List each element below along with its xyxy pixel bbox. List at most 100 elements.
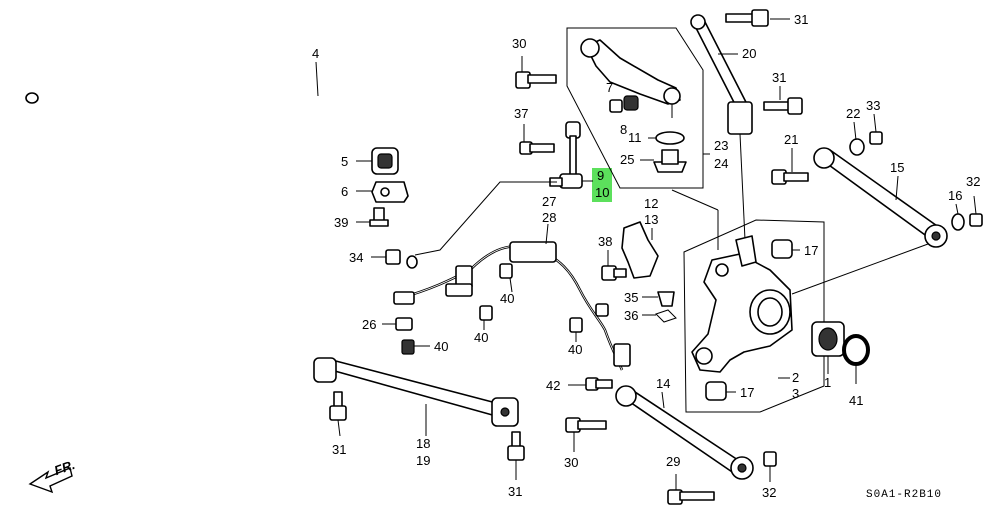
bolt-31-top[interactable] — [725, 9, 769, 27]
bolt-30-top[interactable] — [515, 71, 557, 89]
callout-20: 20 — [742, 46, 756, 61]
callout-8: 8 — [620, 122, 627, 137]
callout-40-a: 40 — [500, 291, 514, 306]
snap-ring[interactable] — [842, 334, 870, 366]
callout-31-right: 31 — [772, 70, 786, 85]
callout-7: 7 — [606, 80, 613, 95]
washer-22[interactable] — [849, 138, 865, 156]
lower-arm-15[interactable] — [813, 147, 948, 248]
bolt-37[interactable] — [519, 141, 555, 155]
clip-26[interactable] — [395, 317, 413, 331]
highlight-9-10 — [592, 168, 612, 202]
callout-23: 23 — [714, 138, 728, 153]
callout-39: 39 — [334, 215, 348, 230]
washer-16[interactable] — [951, 213, 965, 231]
bolt-30-bottom[interactable] — [565, 417, 607, 433]
callout-26: 26 — [362, 317, 376, 332]
stabilizer-link[interactable] — [549, 121, 583, 189]
callout-15: 15 — [890, 160, 904, 175]
bolt-21[interactable] — [771, 169, 809, 185]
bushing-7[interactable] — [609, 99, 623, 113]
callout-28: 28 — [542, 210, 556, 225]
callout-6: 6 — [341, 184, 348, 199]
callout-30-bottom: 30 — [564, 455, 578, 470]
clip-40-d[interactable] — [401, 339, 415, 355]
nut-32-bottom[interactable] — [763, 451, 777, 467]
lower-arm-18[interactable] — [313, 357, 519, 427]
callout-40-c: 40 — [568, 342, 582, 357]
callout-41: 41 — [849, 393, 863, 408]
callout-40-d: 40 — [434, 339, 448, 354]
hub-bearing[interactable] — [811, 321, 845, 357]
callout-5: 5 — [341, 154, 348, 169]
callout-32-right: 32 — [966, 174, 980, 189]
diagram-code: S0A1-R2B10 — [866, 489, 942, 501]
front-label: FR. — [52, 457, 77, 478]
nut-33[interactable] — [869, 131, 883, 145]
callout-12: 12 — [644, 196, 658, 211]
stabilizer-bushing[interactable] — [371, 147, 399, 175]
bushing-8[interactable] — [623, 95, 639, 111]
callout-22: 22 — [846, 106, 860, 121]
callout-10: 10 — [595, 185, 609, 200]
bolt-29[interactable] — [667, 489, 715, 505]
callout-9: 9 — [597, 168, 604, 183]
clip-40-a[interactable] — [499, 263, 513, 279]
callout-35: 35 — [624, 290, 638, 305]
callout-25: 25 — [620, 152, 634, 167]
clip-36[interactable] — [655, 309, 677, 323]
upper-arm[interactable] — [580, 38, 681, 118]
nut-32-right[interactable] — [969, 213, 983, 227]
callout-36: 36 — [624, 308, 638, 323]
abs-sensor-harness[interactable] — [393, 241, 631, 371]
front-direction-arrow — [28, 467, 73, 494]
upper-arm-leader — [671, 189, 719, 211]
bolt-38[interactable] — [601, 265, 627, 281]
callout-34: 34 — [349, 250, 363, 265]
callout-21: 21 — [784, 132, 798, 147]
callout-31-bottom: 31 — [508, 484, 522, 499]
bolt-31-right[interactable] — [763, 97, 803, 115]
flange-bolt-39[interactable] — [369, 207, 389, 227]
callout-29: 29 — [666, 454, 680, 469]
bolt-31-left[interactable] — [329, 391, 347, 421]
clip-40-b[interactable] — [479, 305, 493, 321]
callout-38: 38 — [598, 234, 612, 249]
callout-1: 1 — [824, 375, 831, 390]
callout-33: 33 — [866, 98, 880, 113]
knuckle-frame — [683, 219, 825, 413]
compensator-arm-20[interactable] — [690, 14, 753, 135]
bolt-42[interactable] — [585, 377, 613, 391]
clip-40-c[interactable] — [569, 317, 583, 333]
bolt-31-bottom[interactable] — [507, 431, 525, 461]
callout-2: 2 — [792, 370, 799, 385]
knuckle[interactable] — [691, 235, 793, 373]
callout-24: 24 — [714, 156, 728, 171]
callout-13: 13 — [644, 212, 658, 227]
bushing-holder[interactable] — [371, 181, 409, 203]
callout-40-b: 40 — [474, 330, 488, 345]
upper-arm-frame — [566, 27, 704, 189]
washer-11[interactable] — [655, 131, 685, 145]
callout-labels: 4 5 6 39 34 30 37 9 10 7 8 11 25 23 24 2… — [52, 12, 980, 501]
callout-31-left: 31 — [332, 442, 346, 457]
lower-arm-14[interactable] — [615, 385, 754, 480]
callout-16: 16 — [948, 188, 962, 203]
bushing-17-top[interactable] — [771, 239, 793, 259]
callout-27: 27 — [542, 194, 556, 209]
callout-11: 11 — [628, 130, 642, 145]
callout-37: 37 — [514, 106, 528, 121]
callout-3: 3 — [792, 386, 799, 401]
bracket[interactable] — [621, 221, 659, 279]
bushing-17-bottom[interactable] — [705, 381, 727, 401]
callout-4: 4 — [312, 46, 319, 61]
nut-34[interactable] — [385, 249, 401, 265]
link-connection-line — [414, 181, 557, 256]
knuckle-arm-leader — [791, 243, 929, 295]
callout-31-top: 31 — [794, 12, 808, 27]
leader-4 — [315, 61, 319, 97]
clip-35[interactable] — [657, 291, 675, 307]
stabilizer-bar[interactable] — [25, 47, 454, 269]
bushing-25[interactable] — [653, 149, 687, 173]
